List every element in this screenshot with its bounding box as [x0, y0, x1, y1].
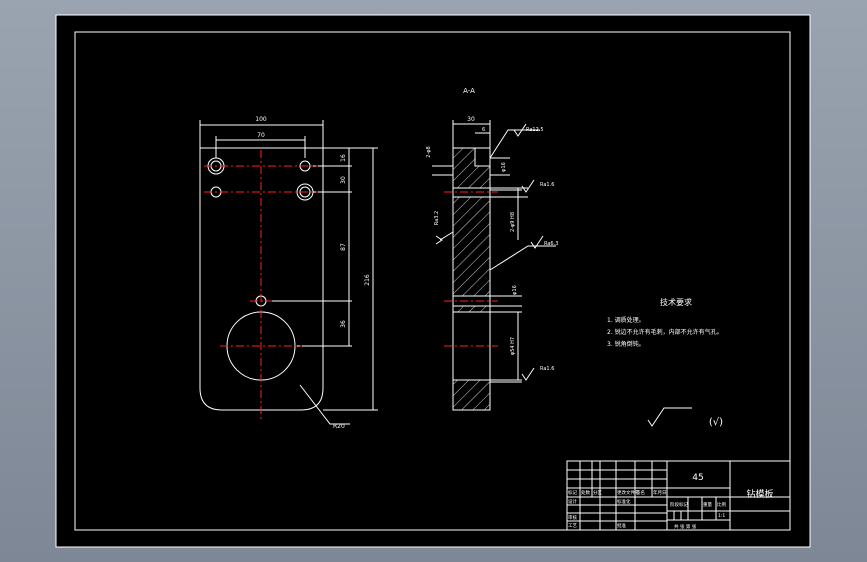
roughness-symbol: [521, 367, 535, 381]
dim-d1: 16: [340, 154, 347, 162]
tb-sheets: 共 张 第 张: [674, 523, 697, 530]
dim-c4: φ54 H7: [510, 337, 516, 355]
section-centerlines: [444, 191, 498, 347]
tb-label-date: 年月日: [653, 489, 667, 496]
part-name: 钻模板: [746, 488, 773, 500]
leader-ra5: [439, 231, 454, 241]
dim-thickness: 30: [467, 116, 475, 123]
dim-c1: φ16: [501, 162, 507, 172]
general-roughness: [647, 407, 692, 427]
roughness-r2: Ra1.6: [540, 182, 554, 188]
roughness-symbol: [513, 123, 527, 137]
dim-c3: φ16: [512, 285, 518, 295]
roughness-general-symbol: [647, 407, 692, 427]
dim-left-top: 2-φ8: [426, 146, 432, 157]
tb-scale: 比例: [717, 501, 726, 508]
leader-ra3: [489, 245, 556, 271]
title-block-text: 45 钻模板 标记 处数 分区 更改文件号 签名 年月日 设计 标准化 审核 工…: [568, 473, 774, 530]
tb-weight: 重量: [703, 501, 712, 508]
dim-d3: 87: [340, 243, 347, 251]
dim-height: 216: [364, 274, 371, 286]
section-outline: [452, 147, 491, 411]
dim-d4: 36: [340, 320, 347, 328]
roughness-r4: Ra1.6: [540, 366, 554, 372]
section-dim-text: 30 6 2-φ8 φ16 2-φ9 H8 φ16 φ54 H7 Ra3.2 R…: [426, 116, 558, 372]
roughness-symbol: [521, 179, 535, 193]
tb-label-count: 处数: [581, 489, 590, 496]
dim-small: 6: [482, 127, 485, 133]
roughness-symbol: [435, 235, 443, 245]
dim-corner-radius: R20: [333, 423, 345, 430]
other-roughness-symbol: (√): [709, 417, 723, 428]
drawing-frame: [74, 31, 791, 531]
tb-design: 设计: [568, 498, 577, 505]
leader-radius: [299, 384, 350, 425]
tb-stage-mark: 阶段标记: [670, 501, 688, 508]
front-centerlines: [204, 150, 318, 420]
section-counterbore: [474, 147, 491, 167]
roughness-symbol: [530, 235, 544, 249]
material: 45: [692, 473, 703, 483]
tb-process: 工艺: [568, 523, 577, 529]
tb-standard: 标准化: [617, 498, 631, 505]
title-block: [566, 460, 791, 531]
title-block-frame: [566, 460, 791, 531]
tb-check: 审核: [568, 514, 577, 521]
leader-ra1: [489, 129, 540, 159]
front-dim-text: 100 70 16 30 87 36 216 R20: [255, 116, 371, 430]
tb-scale-value: 1:1: [718, 513, 725, 519]
plate-outline: [199, 147, 324, 411]
sheet-border: [55, 14, 811, 548]
roughness-r1: Ra12.5: [526, 127, 544, 133]
tb-label-mark: 标记: [568, 489, 577, 496]
tech-item-1: 1. 调质处理。: [607, 316, 645, 324]
tech-item-2: 2. 锐边不允许有毛刺，内部不允许有气孔。: [607, 328, 723, 336]
dim-hole-spacing: 70: [257, 132, 265, 139]
technical-requirements: 技术要求 1. 调质处理。 2. 锐边不允许有毛刺，内部不允许有气孔。 3. 锐…: [607, 297, 723, 348]
tech-item-3: 3. 锐角倒钝。: [607, 340, 645, 348]
roughness-r3: Ra6.3: [544, 241, 558, 247]
dim-c5: Ra3.2: [434, 211, 440, 225]
tb-label-sign: 签名: [636, 489, 645, 496]
dim-c2: 2-φ9 H8: [510, 212, 516, 232]
tech-title: 技术要求: [660, 297, 692, 307]
dim-overall-width: 100: [255, 116, 267, 123]
section-label: A-A: [463, 87, 475, 95]
tb-label-zone: 分区: [593, 489, 602, 496]
dim-d2: 30: [340, 176, 347, 184]
tb-label-change: 更改文件号: [617, 489, 640, 496]
tb-approve: 批准: [617, 522, 626, 529]
